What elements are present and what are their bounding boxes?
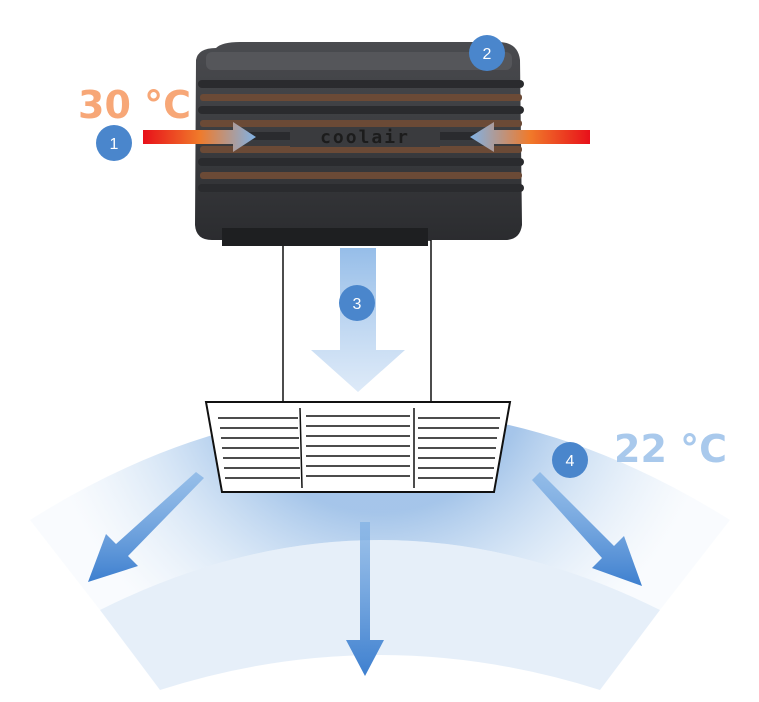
hot-air-arrow-left [143, 122, 256, 152]
brand-logo: coolair [320, 127, 410, 148]
step-badge-1: 1 [96, 125, 132, 161]
cool-air-fan-lower [100, 540, 660, 690]
cool-air-arrow-left [88, 472, 204, 582]
outlet-temperature-label: 22 °C [614, 427, 727, 471]
step-badge-2: 2 [469, 35, 505, 71]
step-badge-3-label: 3 [353, 296, 362, 313]
cooler-top-ridge [206, 52, 512, 70]
step-badge-3: 3 [339, 285, 375, 321]
brand-plate [290, 127, 440, 147]
cool-air-arrow-right [532, 472, 642, 586]
cooler-base [222, 228, 428, 246]
step-badge-1-label: 1 [110, 136, 119, 153]
inlet-temperature-label: 30 °C [78, 83, 191, 127]
step-badge-4: 4 [552, 442, 588, 478]
cooler-unit: coolair [195, 42, 524, 246]
cooler-vent-grille [198, 80, 524, 192]
step-badge-4-label: 4 [566, 453, 575, 470]
hot-air-arrow-right [470, 122, 590, 152]
cool-air-arrow-down [346, 522, 384, 676]
air-outlet-grille [204, 401, 512, 493]
step-badge-2-label: 2 [483, 46, 492, 63]
